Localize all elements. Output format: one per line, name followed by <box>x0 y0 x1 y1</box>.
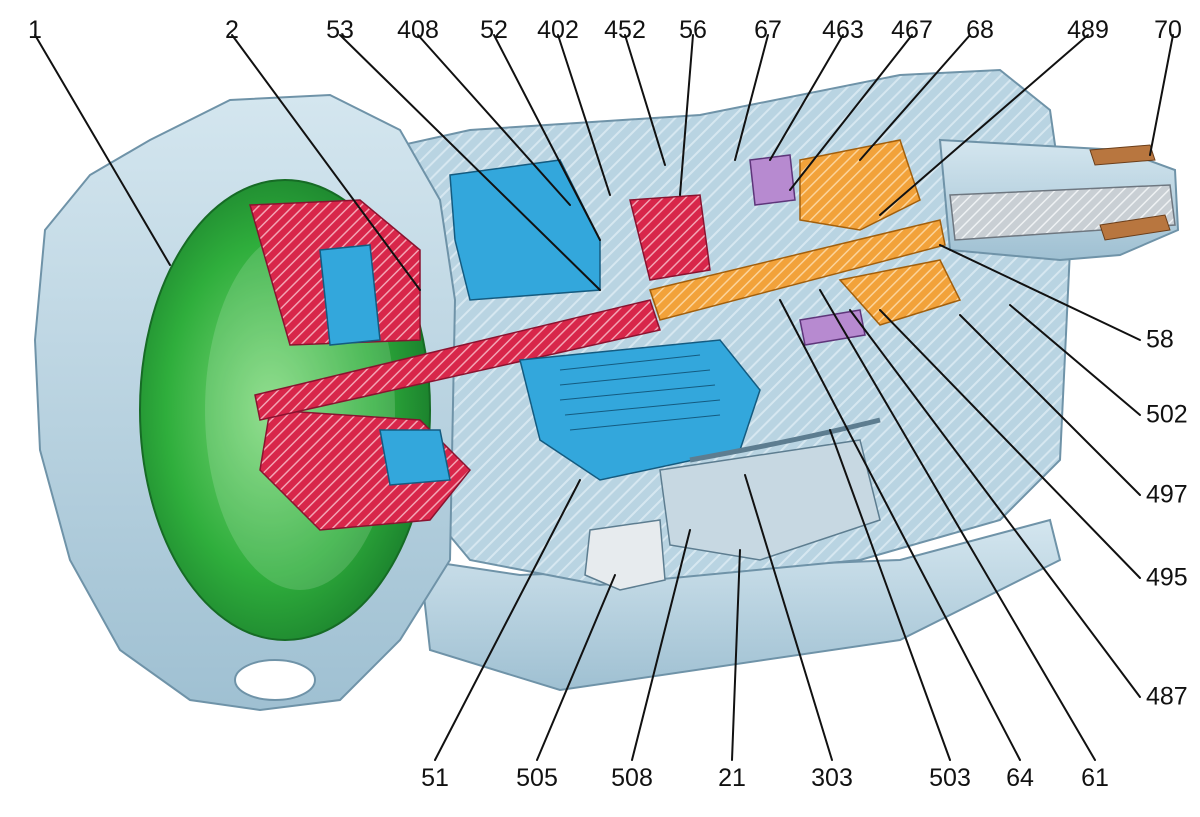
label-487: 487 <box>1146 682 1188 711</box>
purple-component-497 <box>799 309 866 346</box>
label-68: 68 <box>966 16 994 44</box>
label-402: 402 <box>537 16 579 44</box>
output-shaft <box>649 219 946 321</box>
converter-stator <box>319 244 381 346</box>
rear-planetary <box>838 259 962 326</box>
label-51: 51 <box>421 764 449 792</box>
label-52: 52 <box>480 16 508 44</box>
label-67: 67 <box>754 16 782 44</box>
label-408: 408 <box>397 16 439 44</box>
bell-housing-opening <box>234 659 316 701</box>
label-508: 508 <box>611 764 653 792</box>
label-503: 503 <box>929 764 971 792</box>
label-463: 463 <box>822 16 864 44</box>
selector-lever <box>584 519 666 591</box>
label-489: 489 <box>1067 16 1109 44</box>
input-shaft <box>254 299 661 421</box>
label-505: 505 <box>516 764 558 792</box>
valve-body <box>659 439 881 561</box>
label-61: 61 <box>1081 764 1109 792</box>
label-495: 495 <box>1146 563 1188 592</box>
label-2: 2 <box>225 16 239 44</box>
label-502: 502 <box>1146 400 1188 429</box>
label-64: 64 <box>1006 764 1034 792</box>
purple-component-463 <box>749 154 796 206</box>
label-58: 58 <box>1146 325 1174 354</box>
leader-lines <box>34 34 1174 761</box>
label-497: 497 <box>1146 480 1188 509</box>
label-452: 452 <box>604 16 646 44</box>
label-70: 70 <box>1154 16 1182 44</box>
clutch-56 <box>629 194 711 281</box>
label-56: 56 <box>679 16 707 44</box>
label-21: 21 <box>718 764 746 792</box>
label-53: 53 <box>326 16 354 44</box>
label-303: 303 <box>811 764 853 792</box>
label-1: 1 <box>28 16 42 44</box>
label-467: 467 <box>891 16 933 44</box>
oil-line <box>689 417 881 463</box>
